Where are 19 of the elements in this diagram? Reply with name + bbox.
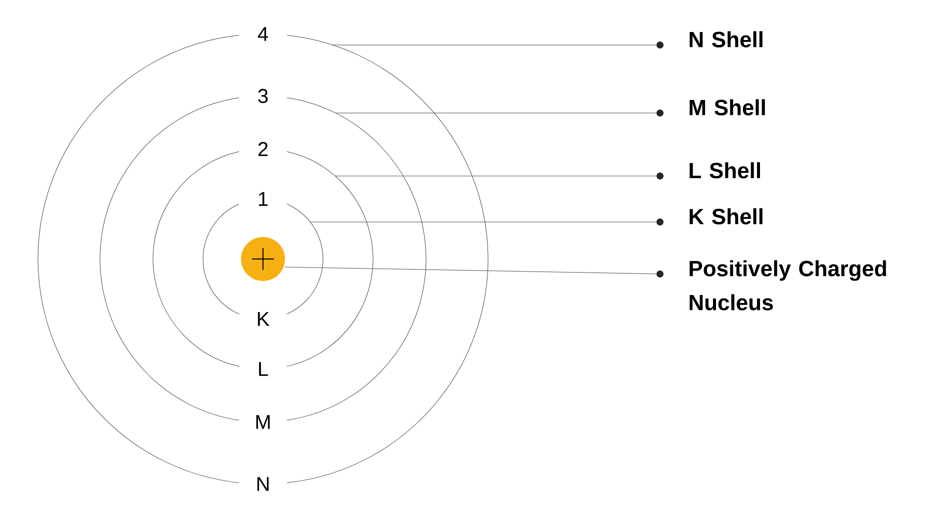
shell-letter: M [256,415,270,429]
leader-line [335,110,664,116]
leader-line [310,218,664,226]
leader-line [284,266,664,278]
shell-label: L Shell [690,162,760,178]
nucleus-circle [241,237,285,281]
shell-number: 4 [258,27,268,41]
shell-label: N Shell [690,31,762,48]
shell-number: 1 [258,192,268,206]
shell-letter: K [258,312,270,326]
shell-label: M Shell [690,99,765,116]
shell-label: Positively Charged Nucleus [690,260,886,310]
shell-letter: N [257,477,269,491]
leader-line [332,42,664,48]
leader-line [334,172,664,180]
shell-label: K Shell [690,208,762,224]
shell-number: 2 [258,142,268,156]
shell-letter: L [259,362,268,376]
shell-number: 3 [258,88,268,104]
